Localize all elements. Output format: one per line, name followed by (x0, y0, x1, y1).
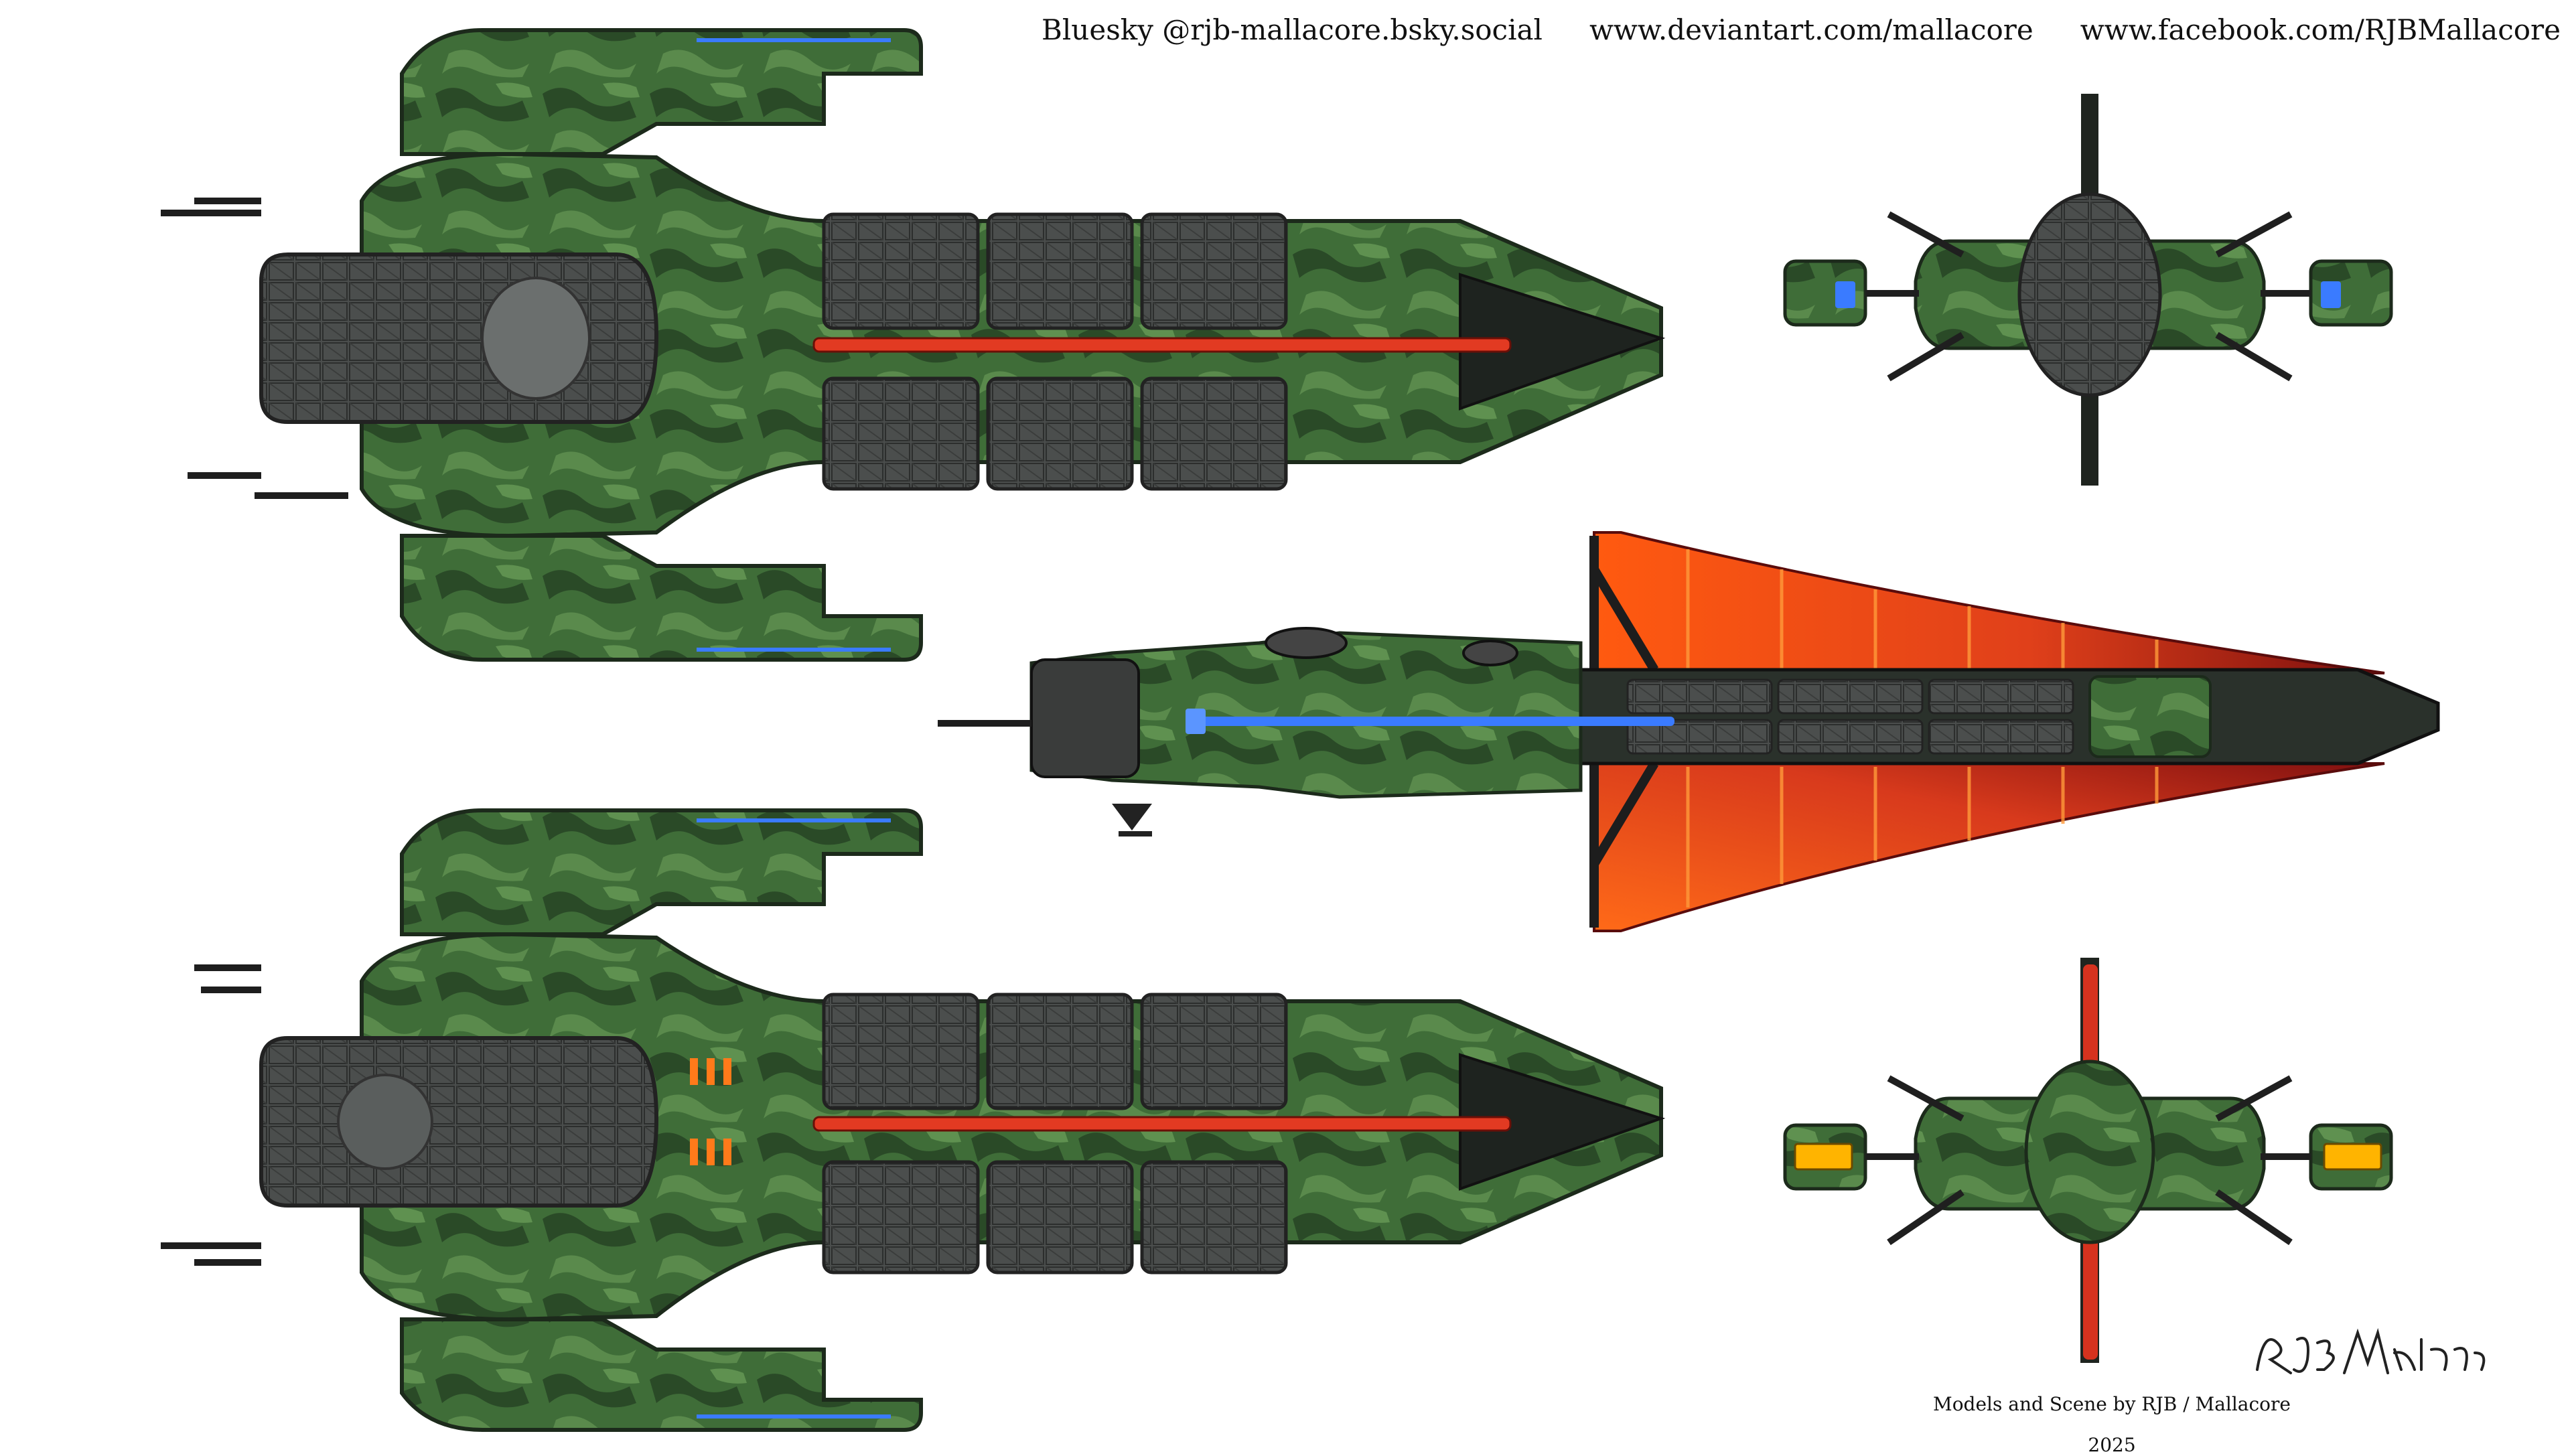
ship-rear-view (1783, 958, 2393, 1363)
ship-bottom-view (161, 808, 1666, 1432)
ship-top-view (161, 28, 1666, 662)
byline: Models and Scene by RJB / Mallacore (1933, 1393, 2291, 1415)
artist-signature (2256, 1327, 2486, 1374)
footer: Models and Scene by RJB / Mallacore 2025 (1933, 1393, 2291, 1456)
credit-bar: Bluesky @rjb-mallacore.bsky.social www.d… (1042, 9, 2561, 50)
deviantart-link[interactable]: www.deviantart.com/mallacore (1589, 13, 2033, 46)
year: 2025 (2088, 1434, 2136, 1456)
bluesky-credit: Bluesky @rjb-mallacore.bsky.social (1042, 13, 1543, 46)
ship-front-view (1783, 94, 2393, 486)
ship-side-view (938, 531, 2440, 932)
facebook-link[interactable]: www.facebook.com/RJBMallacore (2080, 13, 2561, 46)
